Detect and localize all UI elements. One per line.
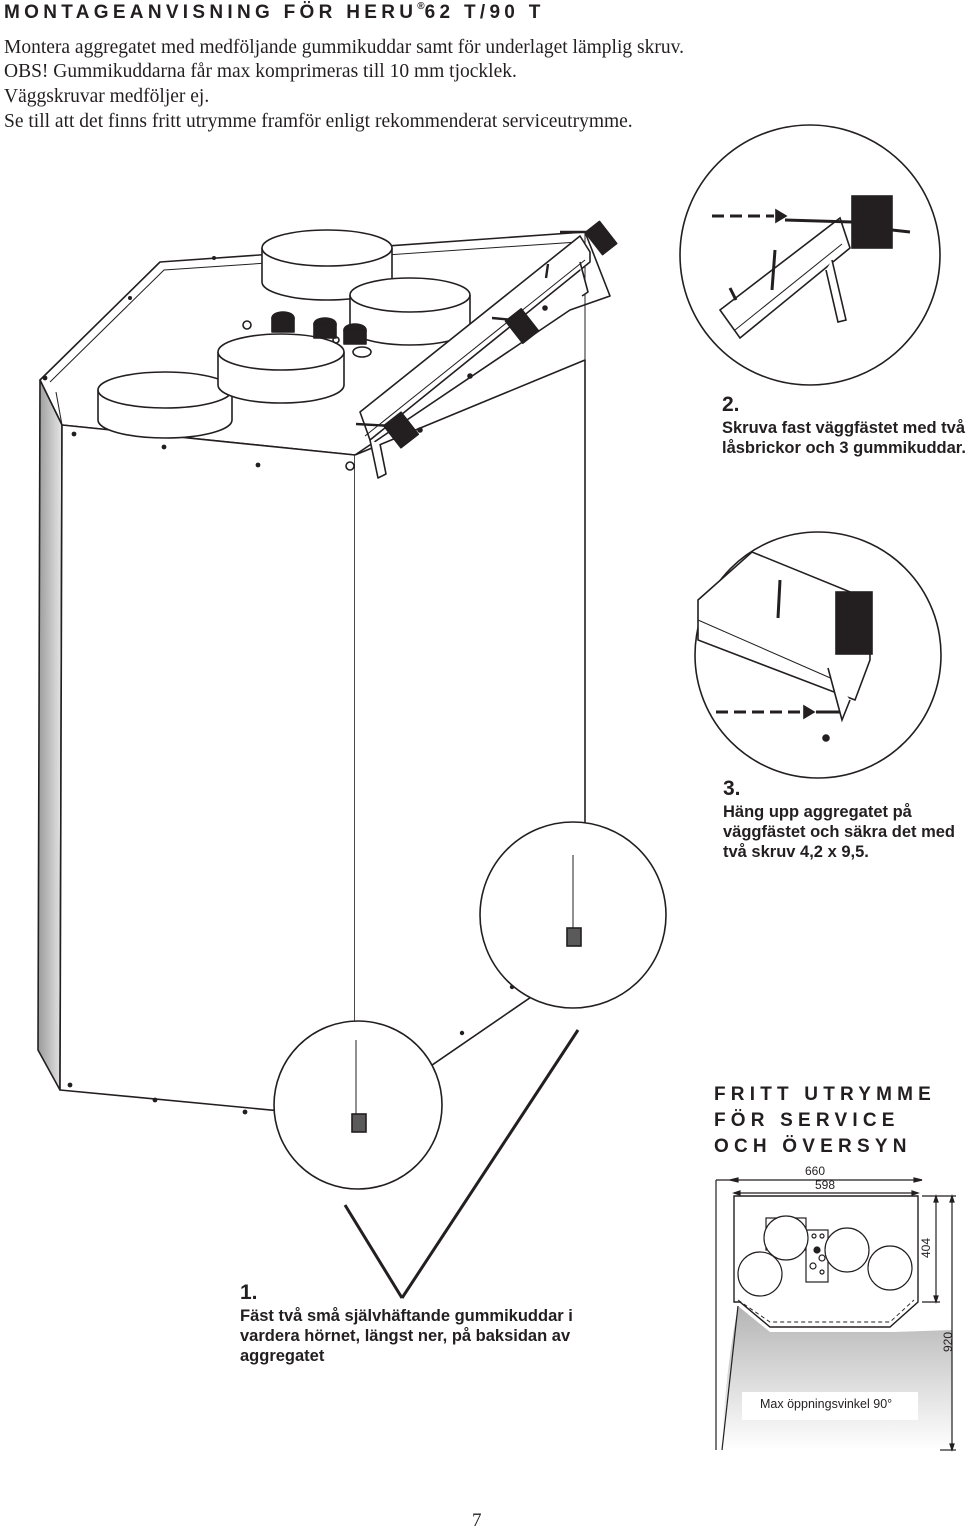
detail-circle-step-1 (273, 821, 667, 1299)
control-knobs (242, 311, 372, 358)
duct-connections (97, 229, 471, 439)
page-title: MONTAGEANVISNING FÖR HERU®62 T/90 T (4, 1, 545, 24)
wall-bracket (345, 220, 618, 479)
step-3: 3. Häng upp aggregatet på väggfästet och… (723, 776, 968, 862)
detail-circle-step-2 (679, 124, 941, 386)
service-title-line-2: FÖR SERVICE (714, 1110, 900, 1131)
service-title: FRITT UTRYMME FÖR SERVICE OCH ÖVERSYN (714, 1082, 936, 1160)
title-text: MONTAGEANVISNING FÖR HERU (4, 2, 418, 23)
service-title-line-1: FRITT UTRYMME (714, 1084, 937, 1105)
detail-circle-step-3 (694, 531, 942, 779)
step-2: 2. Skruva fast väggfästet med två låsbri… (722, 392, 967, 458)
dimension-total-height: 920 (941, 1331, 955, 1352)
intro-line-3: Väggskruvar medföljer ej. (4, 86, 210, 107)
opening-angle-note: Max öppningsvinkel 90° (760, 1397, 893, 1411)
dimension-inner-width: 598 (815, 1178, 836, 1192)
intro-line-1: Montera aggregatet med medföljande gummi… (4, 37, 684, 58)
registered-mark: ® (417, 1, 425, 12)
step-2-number: 2. (722, 393, 740, 416)
dimension-top-height: 404 (919, 1237, 933, 1258)
service-title-line-3: OCH ÖVERSYN (714, 1136, 912, 1157)
intro-line-4: Se till att det finns fritt utrymme fram… (4, 111, 633, 132)
service-clearance-diagram (715, 1177, 956, 1452)
intro-line-2: OBS! Gummikuddarna får max komprimeras t… (4, 61, 517, 82)
dimension-outer-width: 660 (805, 1164, 826, 1178)
page-number: 7 (472, 1510, 482, 1531)
step-2-text: Skruva fast väggfästet med två låsbricko… (722, 419, 966, 457)
step-3-text: Häng upp aggregatet på väggfästet och sä… (723, 803, 955, 861)
title-model: 62 T/90 T (424, 2, 545, 23)
step-1-text: Fäst två små självhäftande gummikuddar i… (240, 1307, 573, 1365)
step-1: 1. Fäst två små självhäftande gummikudda… (240, 1280, 600, 1366)
step-1-number: 1. (240, 1281, 258, 1304)
step-3-number: 3. (723, 777, 741, 800)
